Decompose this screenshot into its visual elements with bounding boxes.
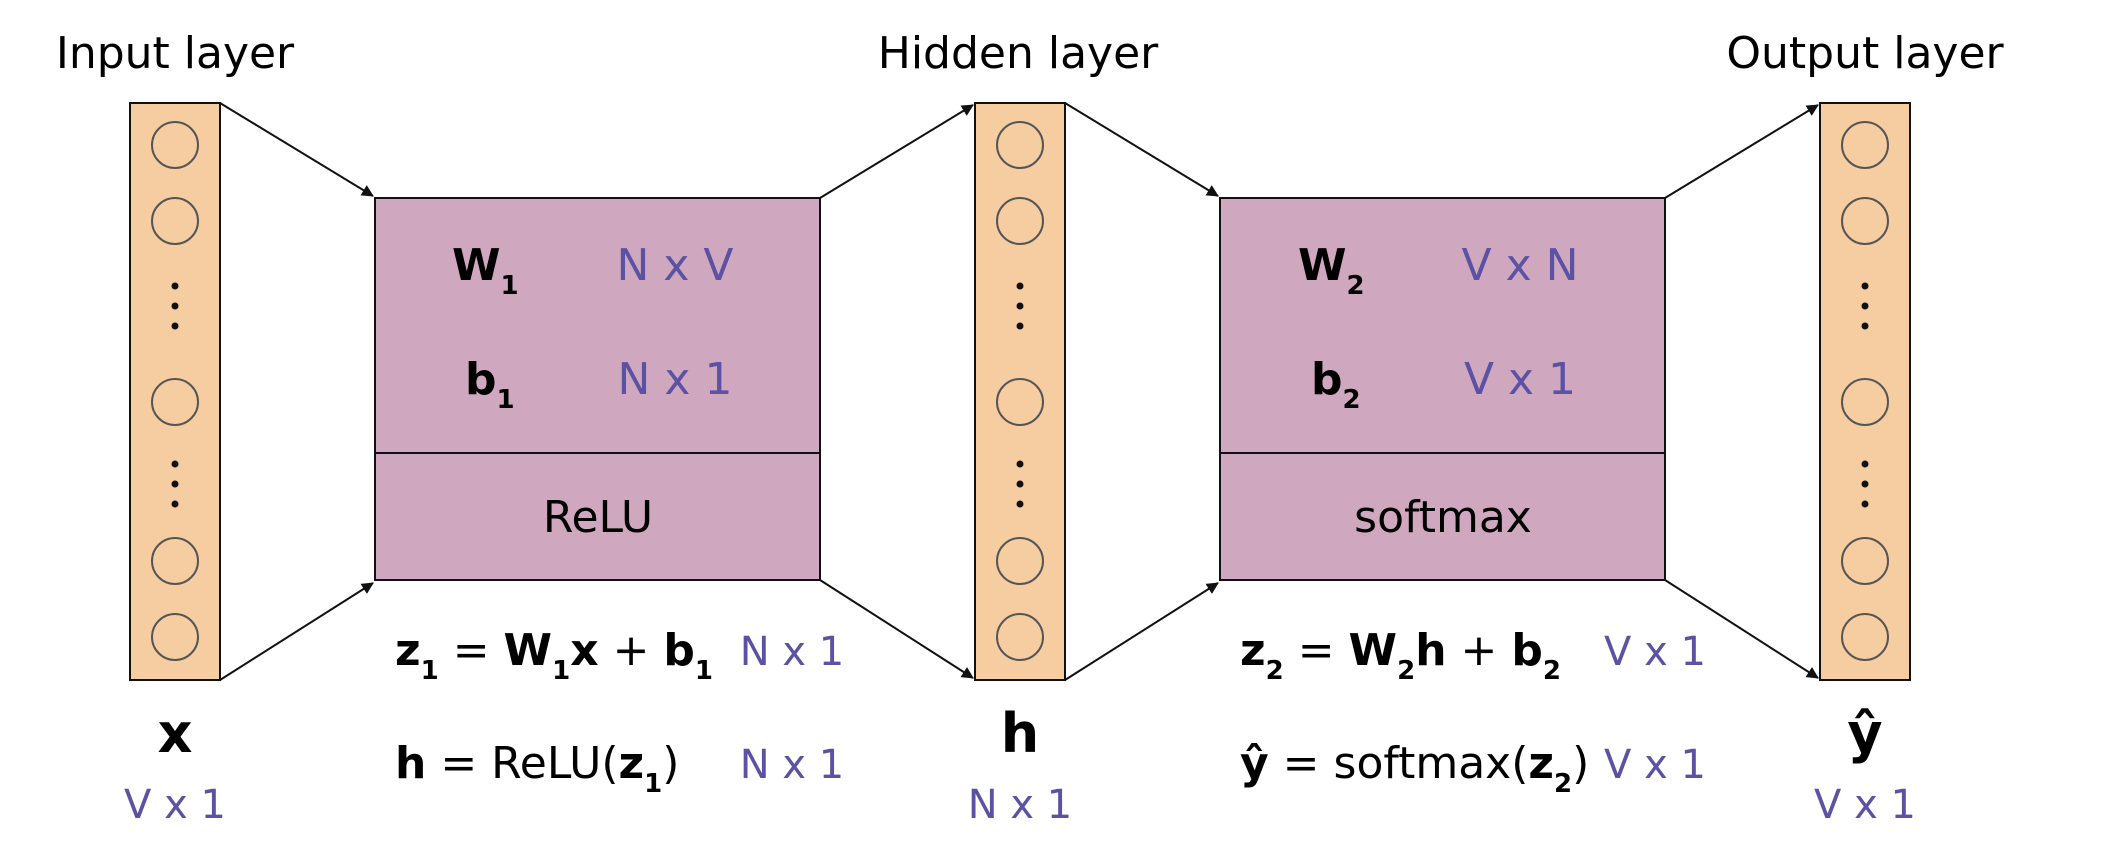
- w2-dim: V x N: [1461, 240, 1578, 291]
- b1-label: b1: [465, 354, 515, 415]
- neuron: [996, 378, 1044, 426]
- b2-label: b2: [1311, 354, 1361, 415]
- ellipsis-dots: [1861, 460, 1869, 508]
- hidden-layer-title: Hidden layer: [878, 28, 1159, 79]
- input-var-dim: V x 1: [124, 782, 226, 828]
- neuron: [1841, 378, 1889, 426]
- neuron: [996, 197, 1044, 245]
- softmax-label: softmax: [1354, 492, 1532, 543]
- hidden-var-dim: N x 1: [968, 782, 1072, 828]
- w2-label: W2: [1298, 240, 1365, 301]
- neuron: [996, 537, 1044, 585]
- input-layer-column: [129, 102, 221, 681]
- w1-label: W1: [452, 240, 519, 301]
- output-var-dim: V x 1: [1814, 782, 1916, 828]
- ellipsis-dots: [1861, 282, 1869, 330]
- equation-z2-dim: V x 1: [1604, 629, 1706, 675]
- equation-h-dim: N x 1: [740, 742, 844, 788]
- equation-z1: z1 = W1x + b1: [395, 625, 713, 686]
- neuron: [1841, 613, 1889, 661]
- neuron: [1841, 121, 1889, 169]
- output-layer-title: Output layer: [1726, 28, 2004, 79]
- equation-yhat-dim: V x 1: [1604, 742, 1706, 788]
- weights-block-2: [1219, 197, 1666, 581]
- output-var-yhat: ŷ: [1847, 702, 1882, 765]
- hidden-layer-column: [974, 102, 1066, 681]
- b2-dim: V x 1: [1464, 354, 1576, 405]
- neuron: [151, 613, 199, 661]
- equation-z2: z2 = W2h + b2: [1240, 625, 1561, 686]
- connection-arrows: [219, 102, 1819, 681]
- neuron: [996, 121, 1044, 169]
- ellipsis-dots: [1016, 460, 1024, 508]
- equation-h: h = ReLU(z1): [395, 738, 679, 799]
- relu-label: ReLU: [543, 492, 653, 543]
- output-layer-column: [1819, 102, 1911, 681]
- neuron: [151, 121, 199, 169]
- ellipsis-dots: [1016, 282, 1024, 330]
- neuron: [1841, 537, 1889, 585]
- b1-dim: N x 1: [618, 354, 733, 405]
- w1-dim: N x V: [616, 240, 733, 291]
- neuron: [151, 537, 199, 585]
- input-layer-title: Input layer: [56, 28, 295, 79]
- neuron: [151, 378, 199, 426]
- ellipsis-dots: [171, 460, 179, 508]
- neuron: [996, 613, 1044, 661]
- equation-yhat: ŷ = softmax(z2): [1240, 738, 1589, 799]
- ellipsis-dots: [171, 282, 179, 330]
- hidden-var-h: h: [1001, 702, 1039, 765]
- neuron: [1841, 197, 1889, 245]
- weights-block-1: [374, 197, 821, 581]
- neuron: [151, 197, 199, 245]
- input-var-x: x: [158, 702, 193, 765]
- equation-z1-dim: N x 1: [740, 629, 844, 675]
